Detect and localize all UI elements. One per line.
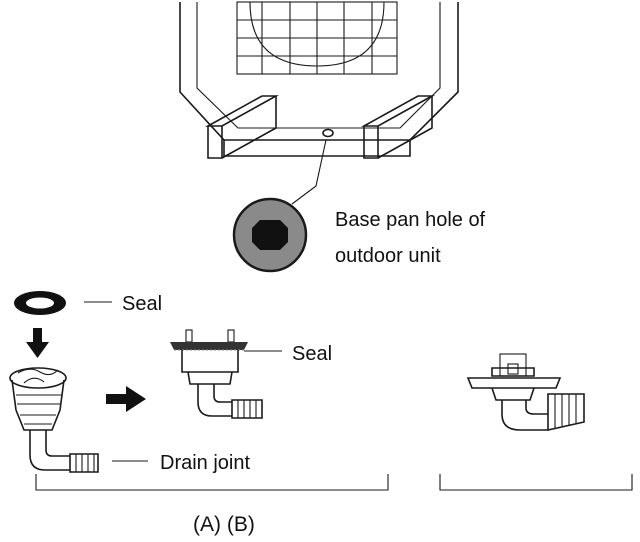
leader-line-hole [291,139,327,205]
label-base-pan-line2: outdoor unit [335,245,441,267]
bracket-group-b [439,474,633,491]
outdoor-unit-illustration [179,1,459,159]
down-arrow-icon [26,328,49,358]
bracket-group-a [35,474,389,491]
label-seal-top: Seal [122,293,162,315]
caption-a-b: (A) (B) [193,513,255,536]
right-arrow-icon [106,386,146,412]
seal-ring-icon [14,291,66,315]
assembled-drain-joint [170,329,263,419]
label-drain-joint: Drain joint [160,452,250,474]
fan-grille-lines [237,2,397,74]
drain-joint-type-b [466,353,585,431]
label-seal-mid: Seal [292,343,332,365]
drain-joint-part [9,367,99,473]
hole-magnified-icon [232,197,308,273]
label-base-pan-line1: Base pan hole of [335,209,486,231]
base-pan-hole [322,128,334,138]
